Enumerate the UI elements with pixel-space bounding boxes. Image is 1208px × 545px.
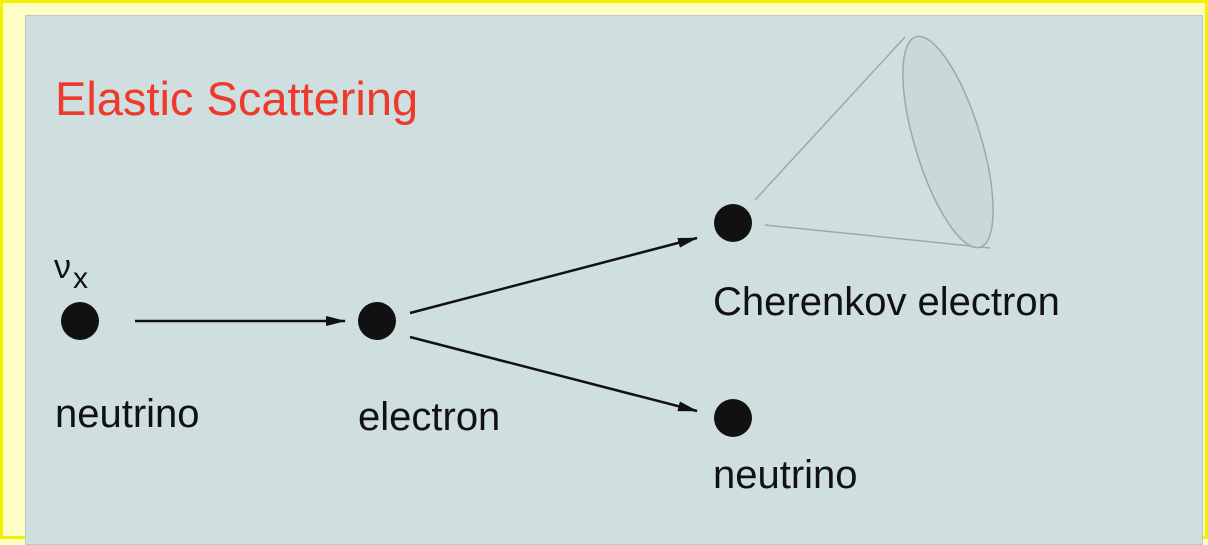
outgoing-neutrino-label: neutrino: [713, 453, 858, 497]
electron-scatter-arrow: [409, 236, 698, 315]
neutrino-scatter-arrow: [409, 335, 698, 413]
electron-label: electron: [358, 395, 501, 439]
diagram-title: Elastic Scattering: [55, 72, 419, 125]
outgoing-neutrino-dot: [714, 399, 752, 437]
incoming-neutrino-label: neutrino: [55, 392, 200, 436]
incoming-neutrino-dot: [61, 302, 99, 340]
neutrino-symbol: ν: [54, 248, 71, 286]
cherenkov-cone: [754, 35, 994, 249]
cherenkov-electron-dot: [714, 204, 752, 242]
cherenkov-electron-label: Cherenkov electron: [713, 280, 1060, 324]
neutrino-flavor-subscript: x: [73, 262, 88, 295]
electron-dot: [358, 302, 396, 340]
diagram-panel: [25, 15, 1203, 545]
